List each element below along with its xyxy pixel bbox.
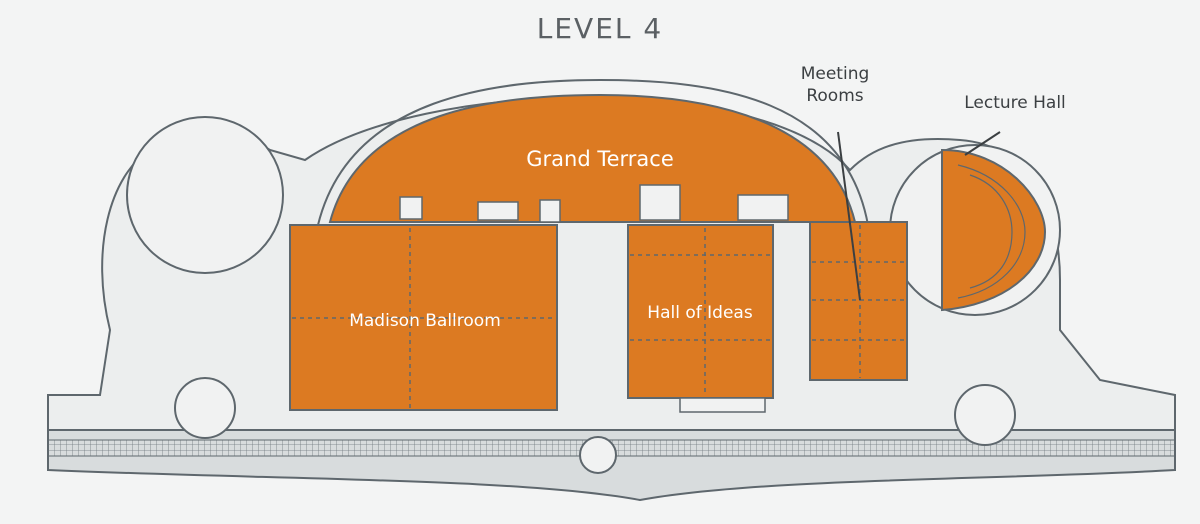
meeting-rooms-area (809, 221, 908, 381)
page-title: LEVEL 4 (536, 12, 664, 45)
hall-of-ideas-area (627, 224, 774, 399)
terrace-stair-4 (639, 184, 681, 221)
grand-terrace-area (328, 93, 857, 223)
label-meeting-rooms: Meeting Rooms (800, 64, 870, 106)
terrace-stair-5 (737, 194, 789, 221)
terrace-stair-2 (477, 201, 519, 221)
lecture-hall-area (941, 148, 1047, 312)
terrace-stair-3 (539, 199, 561, 223)
label-madison-ballroom: Madison Ballroom (349, 311, 501, 331)
left-rotunda (126, 116, 284, 274)
meeting-rooms-leader (837, 131, 861, 301)
terrace-outer-arc (317, 78, 869, 226)
lower-left-rotunda (174, 377, 236, 439)
terrace-stair-1 (399, 196, 423, 220)
hall-of-ideas-stair (679, 397, 766, 413)
label-hall-of-ideas: Hall of Ideas (647, 303, 753, 323)
label-grand-terrace: Grand Terrace (526, 147, 674, 171)
lower-right-rotunda (954, 384, 1016, 446)
label-lecture-hall: Lecture Hall (964, 93, 1066, 113)
lecture-hall-leader (964, 131, 1001, 156)
center-entrance (579, 436, 617, 474)
